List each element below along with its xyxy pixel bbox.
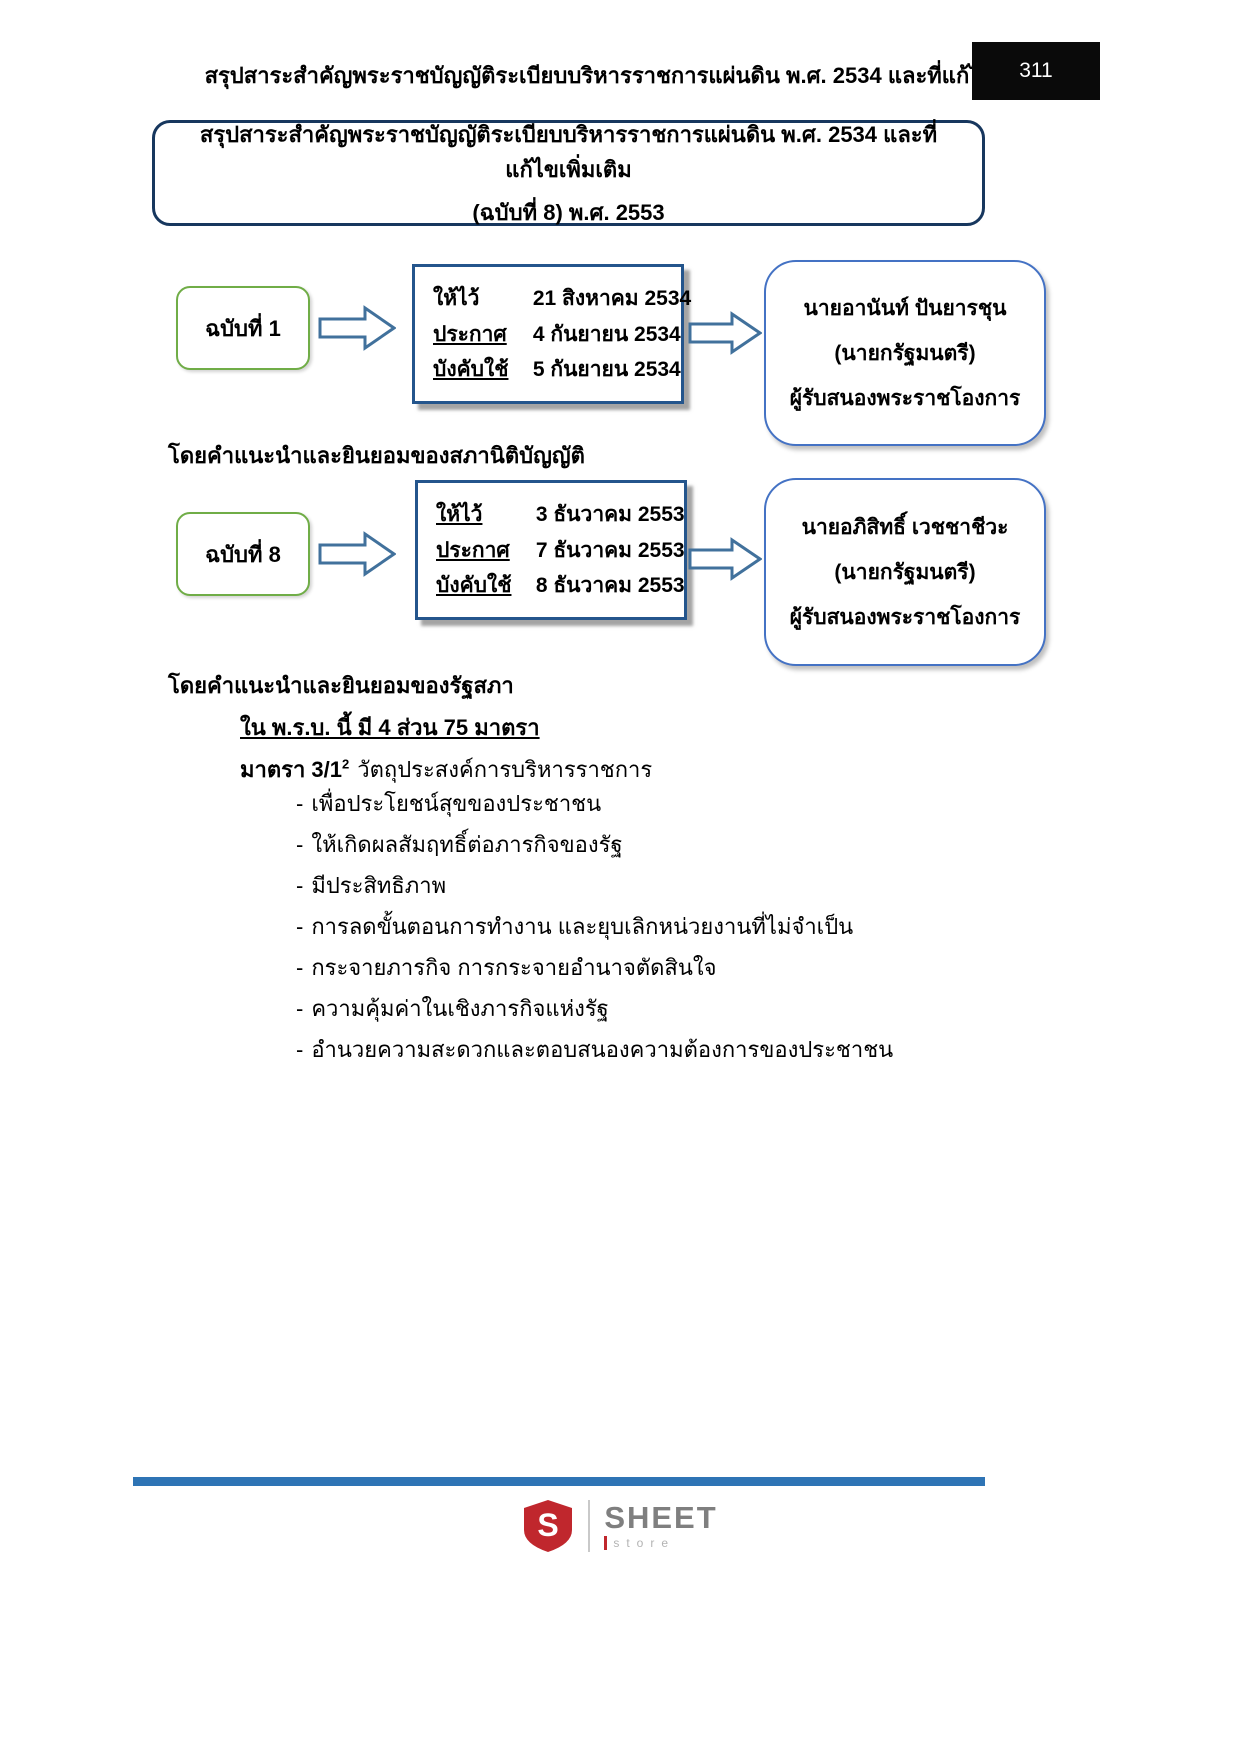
title-line-2: (ฉบับที่ 8) พ.ศ. 2553 bbox=[472, 199, 665, 225]
section-title: วัตถุประสงค์การบริหารราชการ bbox=[357, 757, 653, 782]
edition-8-dates-box: ให้ไว้ 3 ธันวาคม 2553 ประกาศ 7 ธันวาคม 2… bbox=[415, 480, 687, 620]
bullet-dash: - bbox=[296, 955, 304, 980]
date-value: 3 ธันวาคม 2553 bbox=[535, 503, 685, 526]
date-value: 7 ธันวาคม 2553 bbox=[535, 538, 685, 562]
list-item: -ความคุ้มค่าในเชิงภารกิจแห่งรัฐ bbox=[296, 996, 893, 1022]
signer-role: ผู้รับสนองพระราชโองการ bbox=[789, 605, 1021, 629]
date-line: ให้ไว้ 21 สิงหาคม 2534 bbox=[433, 282, 691, 315]
list-item: -มีประสิทธิภาพ bbox=[296, 873, 893, 899]
date-label: ให้ไว้ bbox=[436, 503, 483, 526]
date-line: ให้ไว้ 3 ธันวาคม 2553 bbox=[436, 498, 685, 531]
sheet-store-logo-icon: S bbox=[524, 1500, 573, 1552]
edition-1-dates-box: ให้ไว้ 21 สิงหาคม 2534 ประกาศ 4 กันยายน … bbox=[412, 264, 691, 404]
date-label: ประกาศ bbox=[433, 322, 507, 346]
date-label: บังคับใช้ bbox=[436, 574, 512, 597]
date-line: บังคับใช้ 5 กันยายน 2534 bbox=[433, 353, 681, 386]
section-label: มาตรา 3/1 bbox=[240, 757, 343, 782]
signer-title: (นายกรัฐมนตรี) bbox=[834, 341, 976, 365]
signer-name: นายอภิสิทธิ์ เวชชาชีวะ bbox=[801, 515, 1009, 539]
date-line: บังคับใช้ 8 ธันวาคม 2553 bbox=[436, 569, 685, 602]
signer-title: (นายกรัฐมนตรี) bbox=[834, 560, 976, 584]
edition-1-box: ฉบับที่ 1 bbox=[176, 286, 310, 370]
objectives-list: -เพื่อประโยชน์สุขของประชาชน -ให้เกิดผลสั… bbox=[296, 791, 893, 1078]
edition-1-signer-box: นายอานันท์ ปันยารชุน (นายกรัฐมนตรี) ผู้ร… bbox=[764, 260, 1046, 446]
section-3-1-line: มาตรา 3/12 วัตถุประสงค์การบริหารราชการ bbox=[240, 752, 652, 787]
logo-text: SHEET store bbox=[604, 1502, 717, 1550]
date-line: ประกาศ 4 กันยายน 2534 bbox=[433, 318, 681, 351]
bullet-text: ความคุ้มค่าในเชิงภารกิจแห่งรัฐ bbox=[311, 996, 609, 1021]
bullet-text: การลดขั้นตอนการทำงาน และยุบเลิกหน่วยงานท… bbox=[311, 914, 854, 939]
bullet-dash: - bbox=[296, 791, 304, 816]
bullet-dash: - bbox=[296, 914, 304, 939]
list-item: -การลดขั้นตอนการทำงาน และยุบเลิกหน่วยงาน… bbox=[296, 914, 893, 940]
bullet-text: อำนวยความสะดวกและตอบสนองความต้องการของปร… bbox=[311, 1037, 894, 1062]
bullet-dash: - bbox=[296, 832, 304, 857]
list-item: -อำนวยความสะดวกและตอบสนองความต้องการของป… bbox=[296, 1037, 893, 1063]
bullet-dash: - bbox=[296, 1037, 304, 1062]
list-item: -เพื่อประโยชน์สุขของประชาชน bbox=[296, 791, 893, 817]
edition-1-label: ฉบับที่ 1 bbox=[205, 315, 281, 341]
title-line-1: สรุปสาระสำคัญพระราชบัญญัติระเบียบบริหารร… bbox=[199, 121, 938, 182]
logo-divider bbox=[588, 1500, 591, 1552]
list-item: -ให้เกิดผลสัมฤทธิ์ต่อภารกิจของรัฐ bbox=[296, 832, 893, 858]
footer-divider-bar bbox=[133, 1477, 985, 1486]
bullet-text: เพื่อประโยชน์สุขของประชาชน bbox=[311, 791, 602, 816]
bullet-text: ให้เกิดผลสัมฤทธิ์ต่อภารกิจของรัฐ bbox=[311, 832, 623, 857]
edition-8-box: ฉบับที่ 8 bbox=[176, 512, 310, 596]
edition-8-signer-box: นายอภิสิทธิ์ เวชชาชีวะ (นายกรัฐมนตรี) ผู… bbox=[764, 478, 1046, 666]
brand-name: SHEET bbox=[604, 1500, 718, 1535]
footnote-ref: 2 bbox=[342, 756, 350, 772]
act-structure-line: ใน พ.ร.บ. นี้ มี 4 ส่วน 75 มาตรา bbox=[240, 715, 540, 740]
sheet-store-logo: S SHEET store bbox=[0, 1498, 1240, 1554]
arrow-right-icon bbox=[318, 305, 396, 351]
brand-subtitle: store bbox=[604, 1536, 675, 1550]
date-label: บังคับใช้ bbox=[433, 358, 509, 381]
date-value: 5 กันยายน 2534 bbox=[532, 358, 681, 381]
svg-text:S: S bbox=[538, 1507, 559, 1543]
date-value: 8 ธันวาคม 2553 bbox=[535, 574, 685, 597]
running-header: สรุปสาระสำคัญพระราชบัญญัติระเบียบบริหารร… bbox=[204, 63, 996, 88]
edition-1-note: โดยคำแนะนำและยินยอมของสภานิติบัญญัติ bbox=[168, 443, 585, 468]
bullet-dash: - bbox=[296, 873, 304, 898]
title-box: สรุปสาระสำคัญพระราชบัญญัติระเบียบบริหารร… bbox=[152, 120, 985, 226]
page-number-badge: 311 bbox=[972, 42, 1100, 100]
bullet-text: กระจายภารกิจ การกระจายอำนาจตัดสินใจ bbox=[311, 955, 717, 980]
arrow-right-icon bbox=[688, 537, 762, 581]
signer-name: นายอานันท์ ปันยารชุน bbox=[803, 296, 1007, 320]
date-line: ประกาศ 7 ธันวาคม 2553 bbox=[436, 534, 685, 567]
page-number: 311 bbox=[1019, 59, 1053, 82]
arrow-right-icon bbox=[318, 531, 396, 577]
edition-8-label: ฉบับที่ 8 bbox=[205, 541, 281, 567]
edition-8-note: โดยคำแนะนำและยินยอมของรัฐสภา bbox=[168, 673, 514, 698]
list-item: -กระจายภารกิจ การกระจายอำนาจตัดสินใจ bbox=[296, 955, 893, 981]
date-label: ให้ไว้ bbox=[433, 287, 480, 310]
date-value: 4 กันยายน 2534 bbox=[532, 322, 681, 346]
date-label: ประกาศ bbox=[436, 538, 510, 562]
signer-role: ผู้รับสนองพระราชโองการ bbox=[789, 386, 1021, 410]
bullet-dash: - bbox=[296, 996, 304, 1021]
bullet-text: มีประสิทธิภาพ bbox=[311, 873, 447, 898]
date-value: 21 สิงหาคม 2534 bbox=[532, 287, 692, 310]
arrow-right-icon bbox=[688, 311, 762, 355]
